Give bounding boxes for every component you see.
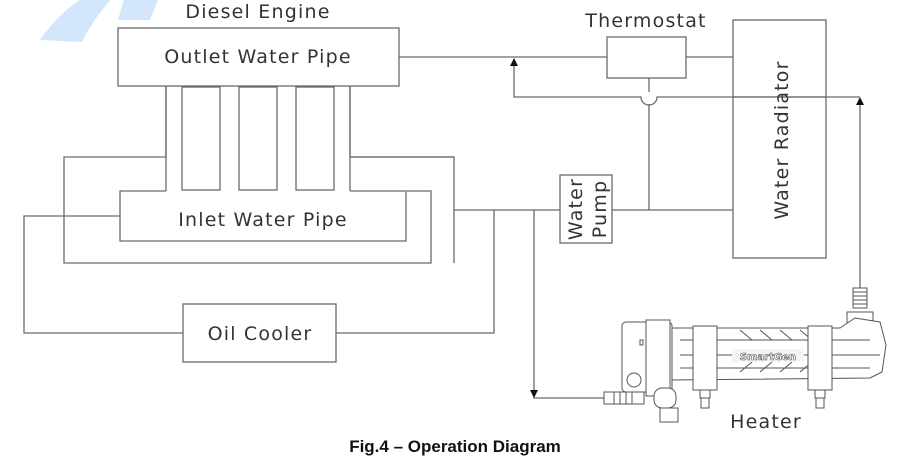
arrow-up-icon bbox=[856, 97, 864, 105]
inlet-water-pipe-label: Inlet Water Pipe bbox=[178, 209, 348, 231]
heater-return-pipe bbox=[513, 60, 860, 106]
oil-cooler-pipe bbox=[23, 210, 495, 334]
figure-caption: Fig.4 – Operation Diagram bbox=[349, 437, 561, 456]
outlet-water-pipe-box bbox=[117, 27, 400, 87]
diesel-engine-label: Diesel Engine bbox=[185, 1, 330, 23]
oil-cooler-box bbox=[182, 303, 337, 363]
cylinder-3 bbox=[295, 86, 335, 191]
arrow-down-icon bbox=[530, 390, 538, 398]
watermark-logo bbox=[40, 0, 158, 42]
outlet-water-pipe-label: Outlet Water Pipe bbox=[164, 46, 352, 68]
heater-label: Heater bbox=[730, 411, 802, 433]
water-pump-label-line1: Water bbox=[565, 178, 587, 240]
inlet-water-pipe-box bbox=[119, 190, 407, 242]
heater-illustration: SmartGen bbox=[603, 287, 887, 423]
thermostat-box bbox=[606, 36, 687, 79]
water-pump-box bbox=[559, 174, 613, 244]
arrow-up-icon bbox=[510, 58, 518, 66]
cylinder-1 bbox=[181, 86, 221, 191]
oil-cooler-label: Oil Cooler bbox=[208, 323, 313, 345]
water-pump-label-line2: Pump bbox=[589, 180, 611, 239]
heater-brand-label: SmartGen bbox=[740, 352, 796, 363]
thermostat-label: Thermostat bbox=[584, 10, 706, 32]
cylinder-2 bbox=[238, 86, 278, 191]
water-radiator-box bbox=[732, 19, 827, 259]
water-radiator-label: Water Radiator bbox=[771, 60, 793, 219]
